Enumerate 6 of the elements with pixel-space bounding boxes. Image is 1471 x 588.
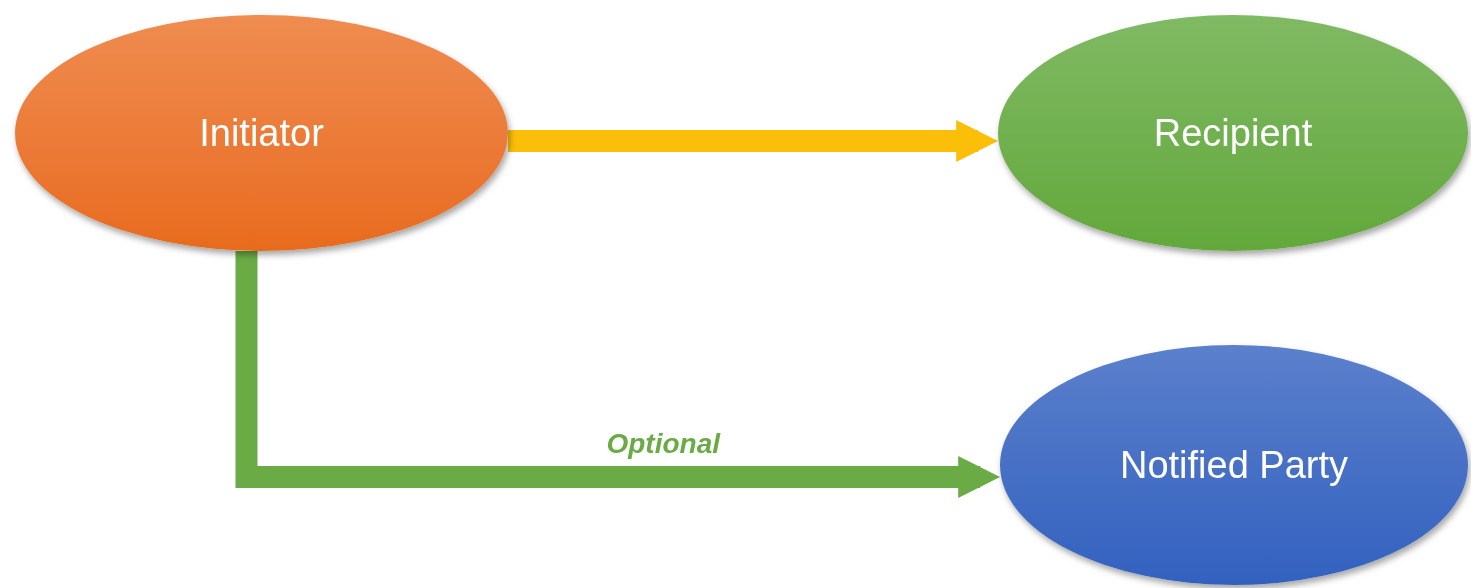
arrow — [235, 251, 1001, 498]
node-label: Recipient — [1153, 110, 1313, 156]
edge-label: Optional — [606, 427, 720, 461]
node-label: Initiator — [199, 110, 324, 156]
arrow — [508, 120, 999, 162]
node-label: Notified Party — [1119, 442, 1349, 488]
